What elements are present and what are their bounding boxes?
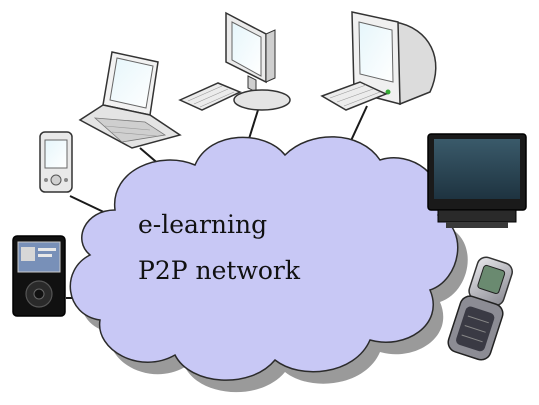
media-player-icon: [12, 235, 66, 317]
network-label-line1: e-learning: [138, 210, 267, 239]
pda-icon: [39, 131, 73, 193]
mobile-phone-icon: [447, 256, 513, 361]
network-label-line2: P2P network: [138, 256, 301, 285]
laptop-icon: [78, 51, 182, 149]
network-cloud: [69, 136, 459, 381]
desktop-monitor-icon: [178, 11, 291, 111]
crt-computer-icon: [320, 11, 437, 111]
flat-tv-icon: [427, 133, 527, 228]
